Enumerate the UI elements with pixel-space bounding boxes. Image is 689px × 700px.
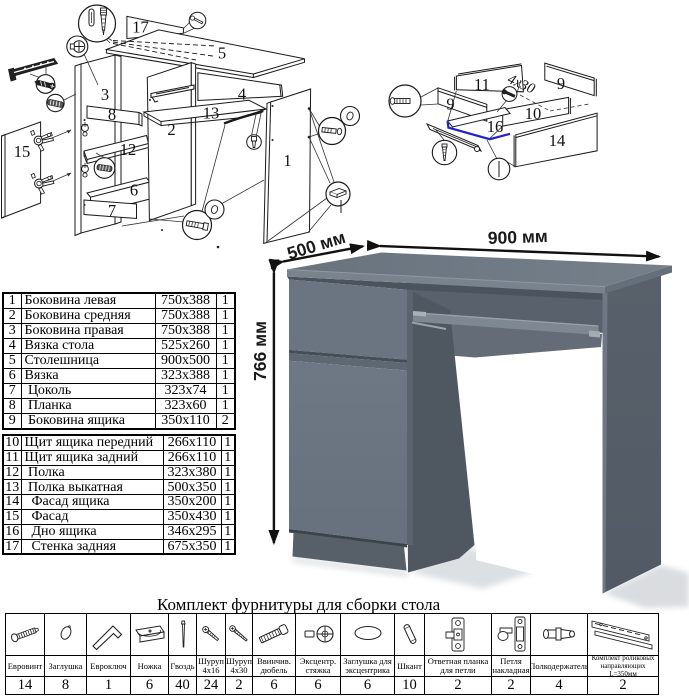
svg-text:9: 9	[446, 95, 454, 114]
svg-text:14: 14	[549, 131, 566, 150]
svg-text:16: 16	[487, 117, 504, 136]
svg-text:5: 5	[218, 44, 226, 63]
svg-text:7: 7	[108, 201, 116, 220]
svg-text:766 мм: 766 мм	[250, 321, 270, 381]
svg-text:4: 4	[238, 85, 246, 104]
svg-text:1: 1	[283, 151, 291, 170]
svg-text:3: 3	[101, 85, 109, 104]
svg-text:9: 9	[557, 74, 565, 93]
svg-text:10: 10	[525, 104, 542, 123]
svg-text:6: 6	[130, 181, 138, 200]
svg-text:13: 13	[203, 104, 220, 123]
svg-text:2: 2	[167, 120, 175, 139]
svg-text:17: 17	[132, 18, 149, 37]
svg-text:12: 12	[120, 140, 137, 159]
svg-text:11: 11	[474, 75, 490, 94]
svg-text:15: 15	[14, 142, 31, 161]
svg-text:8: 8	[108, 105, 116, 124]
svg-text:900 мм: 900 мм	[487, 226, 548, 248]
